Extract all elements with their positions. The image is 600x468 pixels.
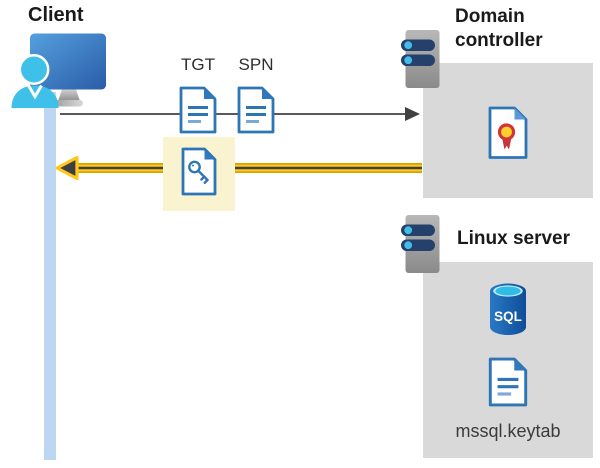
- certificate-icon: [488, 106, 528, 159]
- tgt-label: TGT: [181, 55, 215, 74]
- sql-database-icon: SQL: [490, 283, 526, 335]
- client-label: Client: [28, 4, 84, 26]
- key-glyph: [188, 160, 209, 184]
- response-arrow: [55, 155, 422, 181]
- request-arrow: [60, 107, 420, 121]
- linux-server-label: Linux server: [457, 228, 570, 249]
- keytab-file-icon: [488, 357, 528, 407]
- monitor-icon: [30, 33, 106, 107]
- spn-ticket-document-icon: [237, 86, 275, 134]
- keytab-filename-label: mssql.keytab: [455, 421, 561, 441]
- service-ticket-key-icon: [181, 147, 217, 196]
- client-timeline-bar: [44, 92, 56, 460]
- client-user-icon: [11, 33, 106, 108]
- linux-server-server-icon: [401, 215, 440, 273]
- domain-controller-label: Domain controller: [455, 6, 543, 51]
- domain-controller-server-icon: [401, 30, 440, 88]
- spn-label: SPN: [238, 55, 274, 74]
- tgt-ticket-document-icon: [179, 86, 217, 134]
- sql-icon-label: SQL: [494, 309, 522, 324]
- person-icon: [11, 54, 59, 108]
